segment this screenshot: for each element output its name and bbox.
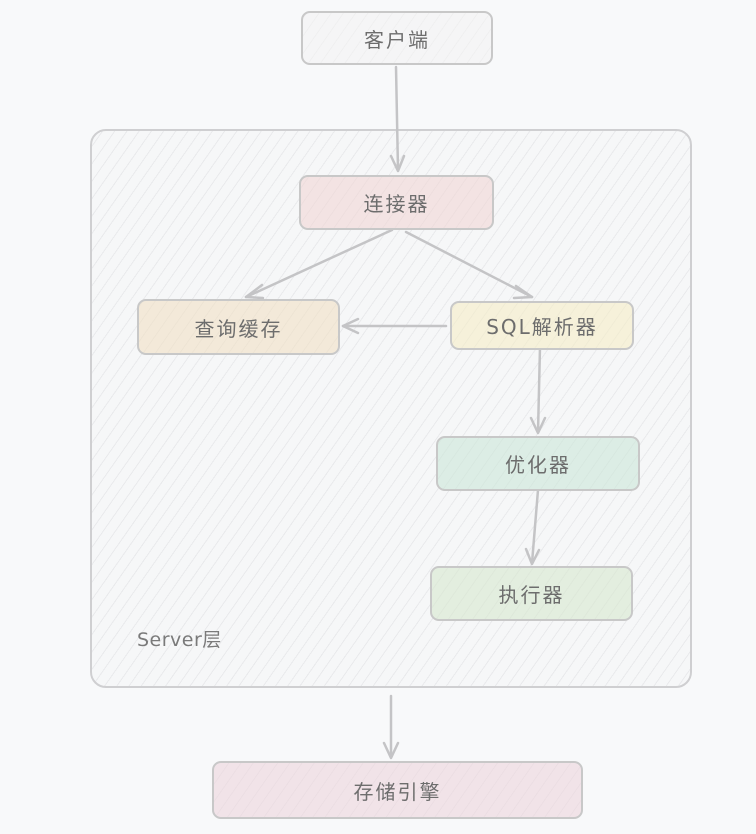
node-executor: 执行器	[430, 566, 633, 621]
edge-line	[536, 345, 542, 434]
node-sql-parser: SQL解析器	[450, 301, 634, 350]
edge-opt-exec	[524, 488, 541, 566]
edge-client-conn	[389, 65, 406, 173]
arrowhead-icon	[389, 154, 406, 173]
node-optimizer: 优化器	[436, 436, 640, 491]
node-connector: 连接器	[299, 175, 494, 230]
arrowhead-icon	[512, 284, 534, 300]
arrowhead-icon	[341, 317, 360, 335]
edge-server-storage	[382, 694, 400, 760]
node-client: 客户端	[301, 11, 493, 65]
arrowhead-icon	[524, 547, 541, 566]
edge-line	[394, 65, 400, 172]
arrowhead-icon	[244, 283, 265, 300]
server-layer-label: Server层	[137, 629, 222, 651]
edge-parser-cache	[341, 317, 448, 335]
arrowhead-icon	[382, 741, 400, 760]
node-query-cache: 查询缓存	[137, 299, 340, 355]
edge-conn-cache	[244, 228, 394, 300]
edge-conn-parser	[404, 230, 534, 300]
edge-line	[244, 228, 394, 299]
edge-line	[404, 230, 534, 299]
node-storage-engine: 存储引擎	[212, 761, 583, 819]
arrowhead-icon	[529, 416, 547, 435]
edge-parser-opt	[529, 345, 547, 435]
edge-line	[530, 488, 540, 565]
